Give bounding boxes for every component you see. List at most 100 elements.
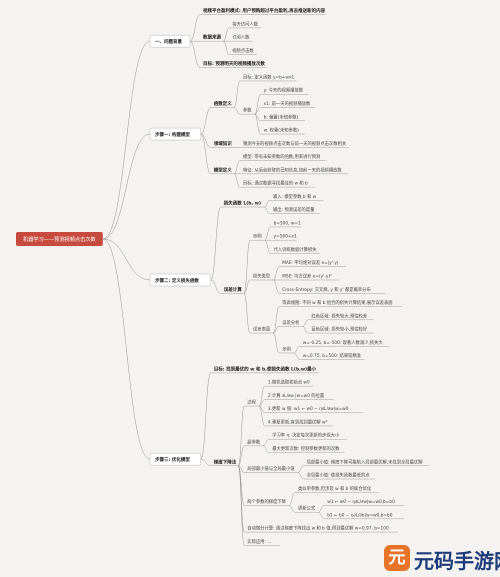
watermark-text: 元码手游网: [414, 549, 500, 573]
branch-3-2-3-2-2: 蓝色区域: 损失较小,预估较好: [308, 326, 374, 334]
root-label: 机器学习——预测视频点击次数: [23, 235, 96, 243]
branch-3-2-1-label: 示例: [253, 233, 262, 240]
branch-2-2-label: 领域知识: [214, 140, 232, 147]
branch-3-2-3-2-2-label: 蓝色区域: 损失较小,预估较好: [311, 326, 367, 333]
connector: [189, 40, 201, 68]
branch-2-label: 步骤一: 构建模型: [155, 131, 190, 138]
connector: [223, 27, 230, 42]
branch-2-2-1-label: 猜测今天的视频点击次数与前一天的视频点击次数相关: [243, 140, 347, 147]
connector: [272, 306, 280, 334]
connector: [254, 94, 261, 115]
branch-3-2-2-2: MSE: 均方误差 e=(y'-y)²: [279, 273, 340, 281]
branch-1-label: 一、问题背景: [155, 38, 182, 45]
branch-4-2-2: 超参数: [244, 438, 264, 447]
watermark: 元 元码手游网: [384, 543, 500, 577]
branch-4-2-2-label: 超参数: [247, 438, 261, 445]
branch-2-1-2-3: b: 偏置(未知参数): [260, 113, 305, 121]
branch-4-2-1-4: 4.重复更新,直到找到最优解 w*: [264, 418, 334, 427]
branch-3: 步骤二: 定义损失函数: [149, 273, 212, 287]
branch-4-2-6: 实际应用: ...: [244, 538, 280, 546]
connector: [273, 279, 280, 294]
branch-4-2-1: 过程: [244, 399, 259, 407]
branch-2-3-1: 模型: 带有未知参数的函数,用来进行预测: [240, 153, 327, 161]
branch-3-2-1-1-label: b=500, w=1: [274, 220, 301, 226]
branch-3-2-3-2-1: 红色区域: 损失较大,预估较差: [308, 312, 374, 321]
connector: [318, 511, 325, 520]
connector: [273, 266, 280, 281]
branch-3-2-3-2-1-label: 红色区域: 损失较大,预估较差: [311, 312, 367, 319]
branch-2-1-2: 参数: [240, 107, 255, 115]
branch-2-1-2-1-label: y: 今天的视频播放数: [264, 87, 304, 94]
branch-2-1-label: 函数定义: [214, 100, 232, 107]
connector: [258, 385, 266, 407]
connector: [263, 438, 270, 447]
branch-1-2-label: 数据来源: [203, 34, 221, 41]
connector: [200, 107, 211, 135]
branch-2-1-2-label: 参数: [243, 107, 252, 114]
connector: [238, 405, 245, 466]
branch-3-2-2-3-label: Cross-Entropy: 交叉熵, y 和 y' 都是概率分布: [282, 286, 371, 293]
connector: [238, 465, 245, 546]
branch-4-2-1-4-label: 4.重复更新,直到找到最优解 w*: [268, 418, 329, 425]
connector: [302, 326, 309, 334]
connector: [318, 505, 325, 513]
branch-3-2-3-3-1: w=-0.25, b=-500: 观看人数减少,损失大: [299, 339, 390, 347]
branch-2-3-1-label: 模型: 带有未知参数的函数,用来进行预测: [243, 153, 320, 160]
branch-3-2-label: 误差计算: [224, 286, 242, 293]
branch-2-1-2-4-label: w: 权重(未知参数): [264, 127, 300, 134]
branch-2-1-1: 目标: 定义函数 y=b+wx1: [240, 73, 297, 82]
branch-4-2-4-label: 两个参数的梯度下降: [247, 498, 286, 505]
branch-4-2-1-label: 过程: [247, 399, 256, 406]
branch-4-2-3-label: 局部最小值与全局最小值: [247, 465, 295, 472]
branch-2-3-3-label: 目标: 通过数据寻找最佳的 w 和 b: [243, 180, 308, 187]
branch-2-3: 模型定义: [210, 166, 234, 175]
branch-2-3-2-label: 特征: 从后台获取的已知信息,如前一天的视频播放数: [243, 166, 342, 173]
branch-4-2-4-2-2-label: b1 ← b0 − η∂L/∂b|w=w0,b=b0: [327, 512, 393, 518]
connector: [264, 226, 271, 241]
branch-3-2-3-3-2-label: w=0.75, b=500: 结果较精准: [303, 352, 362, 359]
branch-3-2-2-label: 损失类型: [253, 273, 271, 280]
connector: [238, 445, 245, 466]
branch-2-1-2-2: x1: 前一天的视频播放数: [260, 100, 316, 108]
watermark-logo: 元: [384, 545, 410, 571]
branch-3-2-3-3: 示例: [279, 345, 294, 354]
branch-4-2-5-label: 自动微分计算: 通过梯度下降找出 w 和 b 值,得到最优解 w=0.97, b…: [247, 525, 389, 532]
branch-1-2: 数据来源: [200, 34, 224, 42]
connector: [200, 372, 212, 460]
connector: [243, 293, 251, 334]
branch-4-2-1-3: 3.更新 w 值: w1 ← w0 − η∂L/∂w|w=w0: [264, 405, 363, 413]
connector: [102, 238, 151, 281]
branch-4-2-6-label: 实际应用: ...: [247, 538, 271, 545]
connector: [210, 206, 222, 281]
branch-4-2-3: 局部最小值与全局最小值: [244, 465, 298, 473]
branch-3-2-3: 误差表面: [250, 326, 274, 334]
branch-4-2-4-2-1-label: w1 ← w0 − η∂L/∂w|w=w0,b=b0: [327, 499, 395, 505]
branch-3-2-1-2-label: y=500+x1: [274, 234, 297, 240]
branch-2-3-2: 特征: 从后台获取的已知信息,如前一天的视频播放数: [240, 166, 349, 175]
branch-4-2-4-1: 类似单参数,但涉及 w 和 b 的联合优化: [295, 485, 379, 493]
branch-4-1: 目标: 找到最优的 w 和 b,使损失函数 L(b,w)最小: [210, 365, 319, 374]
branch-4-label: 步骤三: 优化模型: [155, 456, 190, 463]
branch-1-1-label: 视频平台盈利模式: 用户预购超过平台盈利,再去推送新的内容: [203, 7, 326, 14]
branch-3-2-3-3-2: w=0.75, b=500: 结果较精准: [299, 352, 365, 360]
branch-2-2: 领域知识: [210, 140, 234, 148]
connector: [302, 319, 309, 327]
branch-3-2-2-3: Cross-Entropy: 交叉熵, y 和 y' 都是概率分布: [279, 286, 386, 294]
branch-3-2-3-3-label: 示例: [282, 345, 291, 352]
branch-2-1-2-2-label: x1: 前一天的视频播放数: [264, 100, 311, 107]
branch-2: 步骤一: 构建模型: [149, 127, 202, 141]
connector: [254, 107, 261, 115]
branch-4-2-4-2-1: w1 ← w0 − η∂L/∂w|w=w0,b=b0: [324, 499, 405, 506]
branch-2-1-1-label: 目标: 定义函数 y=b+wx1: [243, 73, 294, 80]
branch-1-3: 目标: 预测明天的视频播放次数: [200, 60, 267, 68]
connector: [233, 160, 241, 175]
branch-3-2-3-2: 误差分析: [279, 319, 303, 327]
connector: [200, 133, 211, 148]
connector: [200, 133, 212, 175]
branch-3-1-1-label: 输入: 模型参数 b 和 w: [273, 193, 317, 200]
connector: [233, 173, 241, 188]
branch-3-2-1-2: y=500+x1: [270, 234, 297, 241]
branch-3-1-2-label: 输出: 预测误差的度量: [273, 206, 315, 213]
connector: [293, 346, 300, 354]
